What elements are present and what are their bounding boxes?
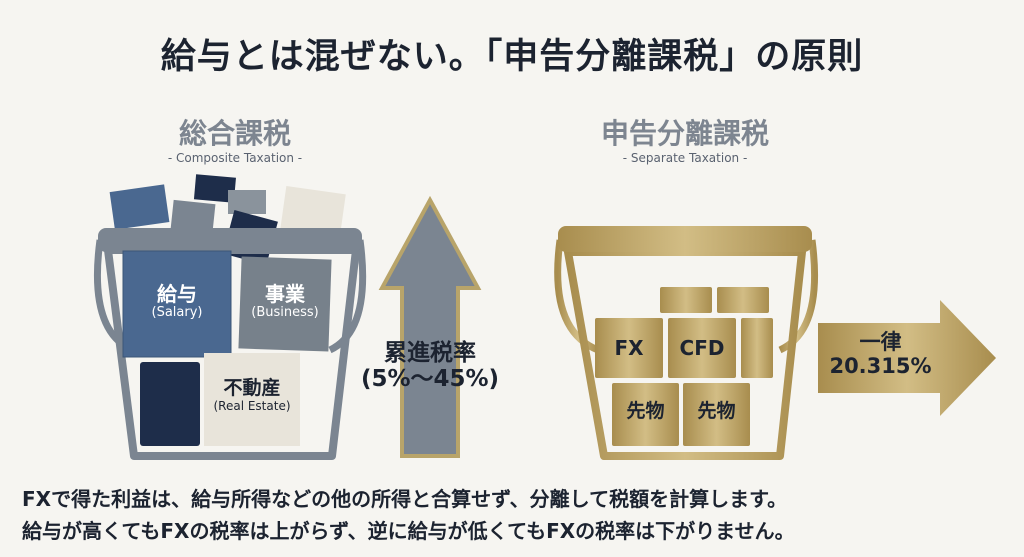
cfd-label: CFD: [679, 336, 725, 360]
cfd-box: [668, 318, 736, 378]
salary-en: (Salary): [151, 305, 203, 320]
futures-label: 先物: [697, 400, 736, 422]
composite-taxation-subheading: - Composite Taxation -: [167, 151, 303, 165]
right-arrow-icon: [818, 300, 996, 416]
progressive-rate-title: 累進税率: [384, 340, 476, 366]
real-estate-en: (Real Estate): [213, 398, 291, 413]
page-title: 給与とは混ぜない。「申告分離課税」の原則: [160, 37, 864, 77]
futures-box: [612, 383, 679, 446]
flat-rate-title: 一律: [859, 330, 902, 354]
business-jp: 事業: [265, 282, 305, 306]
flat-rate-value: 20.315%: [829, 354, 932, 379]
description-line-2: 給与が高くてもFXの税率は上がらず、逆に給与が低くてもFXの税率は下がりません。: [22, 519, 795, 543]
futures-box: [683, 383, 750, 446]
progressive-rate-range: (5%〜45%): [360, 366, 500, 393]
salary-label: 給与 (Salary): [123, 283, 231, 321]
description-line-1: FXで得た利益は、給与所得などの他の所得と合算せず、分離して税額を計算します。: [22, 487, 788, 511]
real-estate-label: 不動産 (Real Estate): [200, 377, 304, 414]
fx-box: [595, 318, 663, 378]
business-en: (Business): [251, 305, 319, 320]
futures-label: 先物: [626, 400, 665, 422]
business-box: [238, 256, 332, 352]
real-estate-jp: 不動産: [223, 377, 281, 399]
fx-label: FX: [614, 336, 644, 360]
business-label: 事業 (Business): [240, 283, 330, 321]
separate-taxation-subheading: - Separate Taxation -: [622, 151, 748, 165]
progressive-rate-label: 累進税率 (5%〜45%): [350, 340, 510, 393]
composite-bucket-icon: [94, 174, 367, 460]
salary-box: [122, 250, 232, 358]
composite-taxation-heading: 総合課税: [178, 117, 291, 150]
flat-rate-label: 一律 20.315%: [818, 330, 943, 378]
separate-taxation-heading: 申告分離課税: [600, 117, 769, 150]
real-estate-box: [204, 353, 300, 446]
salary-jp: 給与: [157, 282, 197, 306]
up-arrow-icon: [378, 195, 482, 458]
separate-bucket-icon: [554, 226, 818, 460]
